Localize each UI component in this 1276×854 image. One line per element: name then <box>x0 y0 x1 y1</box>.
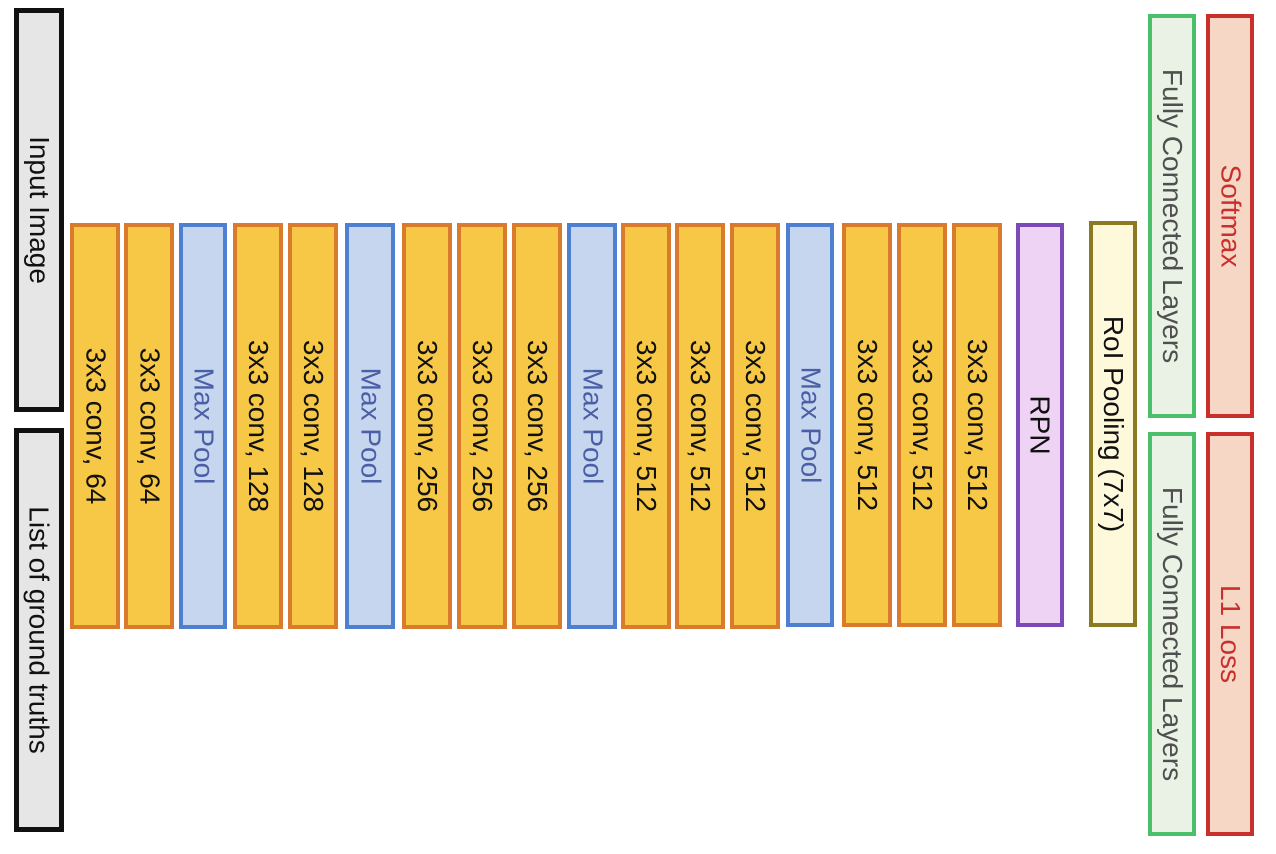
max-pool-4: Max Pool <box>786 223 834 627</box>
conv-layer-10-label: 3x3 conv, 512 <box>740 339 772 513</box>
conv-layer-10: 3x3 conv, 512 <box>730 223 780 629</box>
input-image-block: Input Image <box>14 8 64 412</box>
conv-layer-13: 3x3 conv, 512 <box>952 223 1002 627</box>
max-pool-1: Max Pool <box>179 223 227 629</box>
max-pool-2: Max Pool <box>345 223 395 629</box>
conv-layer-2-label: 3x3 conv, 64 <box>134 347 166 505</box>
conv-layer-9: 3x3 conv, 512 <box>675 223 725 629</box>
conv-layer-4-label: 3x3 conv, 128 <box>298 339 330 513</box>
conv-layer-12-label: 3x3 conv, 512 <box>907 338 939 512</box>
softmax-block: Softmax <box>1206 14 1254 418</box>
conv-layer-3-label: 3x3 conv, 128 <box>243 339 275 513</box>
conv-layer-3: 3x3 conv, 128 <box>233 223 283 629</box>
conv-layer-8-label: 3x3 conv, 512 <box>631 339 663 513</box>
l1-loss-label: L1 Loss <box>1215 584 1247 684</box>
rpn-block: RPN <box>1016 223 1064 627</box>
max-pool-3-label: Max Pool <box>577 367 608 485</box>
conv-layer-12: 3x3 conv, 512 <box>897 223 947 627</box>
conv-layer-6: 3x3 conv, 256 <box>457 223 507 629</box>
conv-layer-13-label: 3x3 conv, 512 <box>962 338 994 512</box>
roi-pooling-block: RoI Pooling (7x7) <box>1089 221 1137 627</box>
rpn-label: RPN <box>1025 395 1056 455</box>
l1-loss-block: L1 Loss <box>1206 432 1254 836</box>
max-pool-3: Max Pool <box>567 223 617 629</box>
conv-layer-5-label: 3x3 conv, 256 <box>412 339 444 513</box>
ground-truths-label: List of ground truths <box>24 506 56 754</box>
fully-connected-layers-bottom: Fully Connected Layers <box>1148 432 1196 836</box>
conv-layer-9-label: 3x3 conv, 512 <box>685 339 717 513</box>
conv-layer-11-label: 3x3 conv, 512 <box>852 338 884 512</box>
ground-truths-block: List of ground truths <box>14 428 64 832</box>
conv-layer-1: 3x3 conv, 64 <box>70 223 120 629</box>
conv-layer-1-label: 3x3 conv, 64 <box>80 347 112 505</box>
conv-layer-2: 3x3 conv, 64 <box>124 223 174 629</box>
conv-layer-8: 3x3 conv, 512 <box>621 223 671 629</box>
input-image-label: Input Image <box>24 136 55 284</box>
max-pool-4-label: Max Pool <box>795 366 826 484</box>
max-pool-1-label: Max Pool <box>188 367 219 485</box>
conv-layer-7: 3x3 conv, 256 <box>512 223 562 629</box>
conv-layer-6-label: 3x3 conv, 256 <box>467 339 499 513</box>
conv-layer-4: 3x3 conv, 128 <box>288 223 338 629</box>
conv-layer-11: 3x3 conv, 512 <box>842 223 892 627</box>
fully-connected-layers-bottom-label: Fully Connected Layers <box>1157 486 1188 782</box>
softmax-label: Softmax <box>1215 164 1247 268</box>
roi-pooling-label: RoI Pooling (7x7) <box>1098 315 1129 533</box>
fully-connected-layers-top: Fully Connected Layers <box>1148 14 1196 418</box>
conv-layer-7-label: 3x3 conv, 256 <box>522 339 554 513</box>
conv-layer-5: 3x3 conv, 256 <box>402 223 452 629</box>
max-pool-2-label: Max Pool <box>355 367 386 485</box>
fully-connected-layers-top-label: Fully Connected Layers <box>1157 68 1188 364</box>
